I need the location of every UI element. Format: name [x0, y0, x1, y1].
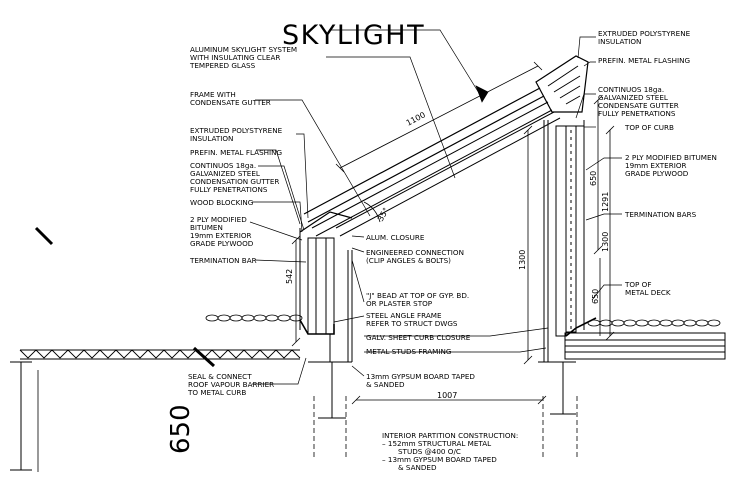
label-line: METAL DECK	[625, 288, 671, 297]
heavy-ticks	[34, 226, 216, 368]
label-line: INSULATION	[598, 37, 641, 46]
dim-bottom-span: 1007	[437, 391, 457, 400]
label-r-flashing: PREFIN. METAL FLASHING	[598, 56, 690, 65]
left-labels: ALUMINUM SKYLIGHT SYSTEM WITH INSULATING…	[187, 45, 299, 397]
leader-lines	[249, 29, 622, 385]
label-line: & SANDED	[366, 380, 405, 389]
dimension-lines	[37, 61, 615, 472]
label-line: GALVANIZED STEEL	[598, 93, 668, 102]
label-top-of-curb: TOP OF CURB	[624, 123, 674, 132]
label-line: 2 PLY MODIFIED	[190, 215, 247, 224]
label-gypsum-board: 13mm GYPSUM BOARD TAPED & SANDED	[366, 372, 477, 389]
label-wood-blocking: WOOD BLOCKING	[190, 198, 253, 207]
label-line: EXTRUDED POLYSTYRENE	[190, 126, 283, 135]
label-line: CONDENSATION GUTTER	[190, 177, 279, 186]
label-line: ROOF VAPOUR BARRIER	[188, 380, 274, 389]
label-line: SEAL & CONNECT	[188, 372, 252, 381]
label-steel-angle: STEEL ANGLE FRAME REFER TO STRUCT DWGS	[366, 311, 458, 328]
label-line: OR PLASTER STOP	[366, 299, 433, 308]
label-line: 19mm EXTERIOR	[625, 161, 686, 170]
label-line: INSULATION	[190, 134, 233, 143]
dim-center-height: 1300	[518, 250, 527, 270]
label-line: EXTRUDED POLYSTYRENE	[598, 29, 691, 38]
dim-right-upper: 650	[589, 171, 598, 186]
right-curb	[555, 120, 597, 337]
gravel-right	[587, 319, 721, 327]
label-line: CONTINUOS 18ga.	[598, 85, 664, 94]
label-line: GALVANIZED STEEL	[190, 169, 260, 178]
left-curb	[299, 211, 353, 335]
label-r-gutter: CONTINUOS 18ga. GALVANIZED STEEL CONDENS…	[598, 85, 681, 118]
dim-right-mid: 1300	[601, 232, 610, 252]
dim-right-lower: 650	[591, 289, 600, 304]
label-line: ALUMINUM SKYLIGHT SYSTEM	[190, 45, 297, 54]
left-column	[10, 361, 32, 471]
left-wall	[308, 250, 353, 363]
right-roof-deck	[564, 332, 726, 360]
label-alum-closure: ALUM. CLOSURE	[366, 233, 425, 242]
label-line: TOP OF	[624, 280, 651, 289]
label-metal-studs: METAL STUDS FRAMING	[366, 347, 451, 356]
label-line: FRAME WITH	[190, 90, 236, 99]
left-steel-beam	[318, 361, 346, 419]
label-line: WITH INSULATING CLEAR	[190, 53, 280, 62]
label-line: 2 PLY MODIFIED BITUMEN	[625, 153, 717, 162]
label-engineered-connection: ENGINEERED CONNECTION (CLIP ANGLES & BOL…	[366, 248, 466, 265]
skylight-glazing	[303, 87, 561, 237]
label-top-metal-deck: TOP OF METAL DECK	[624, 280, 671, 297]
label-line: TO METAL CURB	[187, 388, 246, 397]
center-labels: ALUM. CLOSURE ENGINEERED CONNECTION (CLI…	[366, 233, 521, 472]
dimension-labels: 1100 35° 542 1300 650 1291 1300 650 1007…	[166, 110, 610, 454]
label-line: 13mm GYPSUM BOARD TAPED	[366, 372, 475, 381]
label-line: TEMPERED GLASS	[189, 61, 256, 70]
label-r-polystyrene: EXTRUDED POLYSTYRENE INSULATION	[598, 29, 692, 46]
note-line: STUDS @400 O/C	[398, 447, 461, 456]
label-line: "J" BEAD AT TOP OF GYP. BD.	[366, 291, 469, 300]
dim-right-total: 1291	[601, 192, 610, 212]
right-steel-beam	[550, 361, 576, 415]
gravel-left	[205, 314, 303, 322]
label-line: BITUMEN	[190, 223, 223, 232]
label-line: GRADE PLYWOOD	[190, 239, 254, 248]
note-line: INTERIOR PARTITION CONSTRUCTION:	[382, 431, 518, 440]
label-frame-gutter: FRAME WITH CONDENSATE GUTTER	[190, 90, 271, 107]
label-polystyrene: EXTRUDED POLYSTYRENE INSULATION	[190, 126, 284, 143]
drawing-title: SKYLIGHT	[282, 20, 425, 51]
label-line: (CLIP ANGLES & BOLTS)	[366, 256, 451, 265]
label-line: REFER TO STRUCT DWGS	[366, 319, 458, 328]
label-skylight-system: ALUMINUM SKYLIGHT SYSTEM WITH INSULATING…	[189, 45, 299, 70]
label-line: 19mm EXTERIOR	[190, 231, 251, 240]
label-line: CONTINUOS 18ga.	[190, 161, 256, 170]
label-line: CONDENSATE GUTTER	[190, 98, 271, 107]
right-wall	[538, 120, 566, 363]
label-termination-bars: TERMINATION BARS	[624, 210, 697, 219]
note-line: – 152mm STRUCTURAL METAL	[382, 439, 491, 448]
label-j-bead: "J" BEAD AT TOP OF GYP. BD. OR PLASTER S…	[366, 291, 471, 308]
label-r-bitumen: 2 PLY MODIFIED BITUMEN 19mm EXTERIOR GRA…	[625, 153, 719, 178]
label-line: ENGINEERED CONNECTION	[366, 248, 464, 257]
dim-side-scale: 650	[166, 404, 196, 454]
dim-angle: 35°	[376, 206, 391, 223]
label-curb-closure: GALV. SHEET CURB CLOSURE	[366, 333, 471, 342]
note-line: & SANDED	[398, 463, 437, 472]
label-flashing: PREFIN. METAL FLASHING	[190, 148, 282, 157]
label-bitumen: 2 PLY MODIFIED BITUMEN 19mm EXTERIOR GRA…	[190, 215, 254, 248]
label-line: CONDENSATE GUTTER	[598, 101, 679, 110]
right-labels: EXTRUDED POLYSTYRENE INSULATION PREFIN. …	[598, 29, 719, 297]
label-line: STEEL ANGLE FRAME	[366, 311, 442, 320]
label-gutter: CONTINUOS 18ga. GALVANIZED STEEL CONDENS…	[190, 161, 282, 194]
label-line: GRADE PLYWOOD	[625, 169, 689, 178]
label-line: FULLY PENETRATIONS	[598, 109, 676, 118]
drawing-geometry	[10, 29, 726, 472]
label-seal-connect: SEAL & CONNECT ROOF VAPOUR BARRIER TO ME…	[187, 372, 276, 397]
ridge-flashing	[535, 55, 589, 113]
partition-note: INTERIOR PARTITION CONSTRUCTION: – 152mm…	[382, 431, 521, 472]
dim-left-curb: 542	[285, 269, 294, 284]
note-line: – 13mm GYPSUM BOARD TAPED	[382, 455, 497, 464]
label-line: FULLY PENETRATIONS	[190, 185, 268, 194]
left-roof-deck	[19, 349, 301, 360]
label-termination-bar: TERMINATION BAR	[189, 256, 257, 265]
